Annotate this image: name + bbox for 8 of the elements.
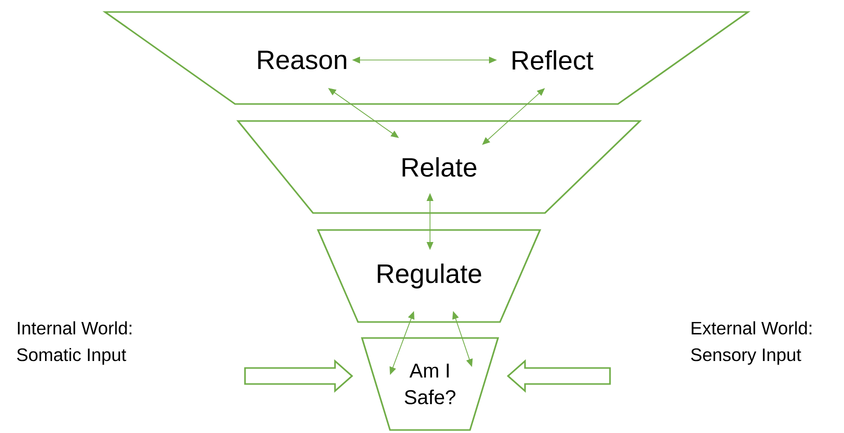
level-label: Reason bbox=[258, 50, 346, 70]
double-arrow bbox=[482, 88, 545, 145]
input-label: Internal World: Somatic Input bbox=[17, 321, 132, 365]
double-arrow bbox=[328, 88, 399, 138]
input-label: External World: Sensory Input bbox=[691, 321, 812, 365]
block-arrow bbox=[506, 359, 611, 393]
level-label: Reflect bbox=[512, 50, 594, 70]
block-arrow bbox=[244, 359, 354, 393]
